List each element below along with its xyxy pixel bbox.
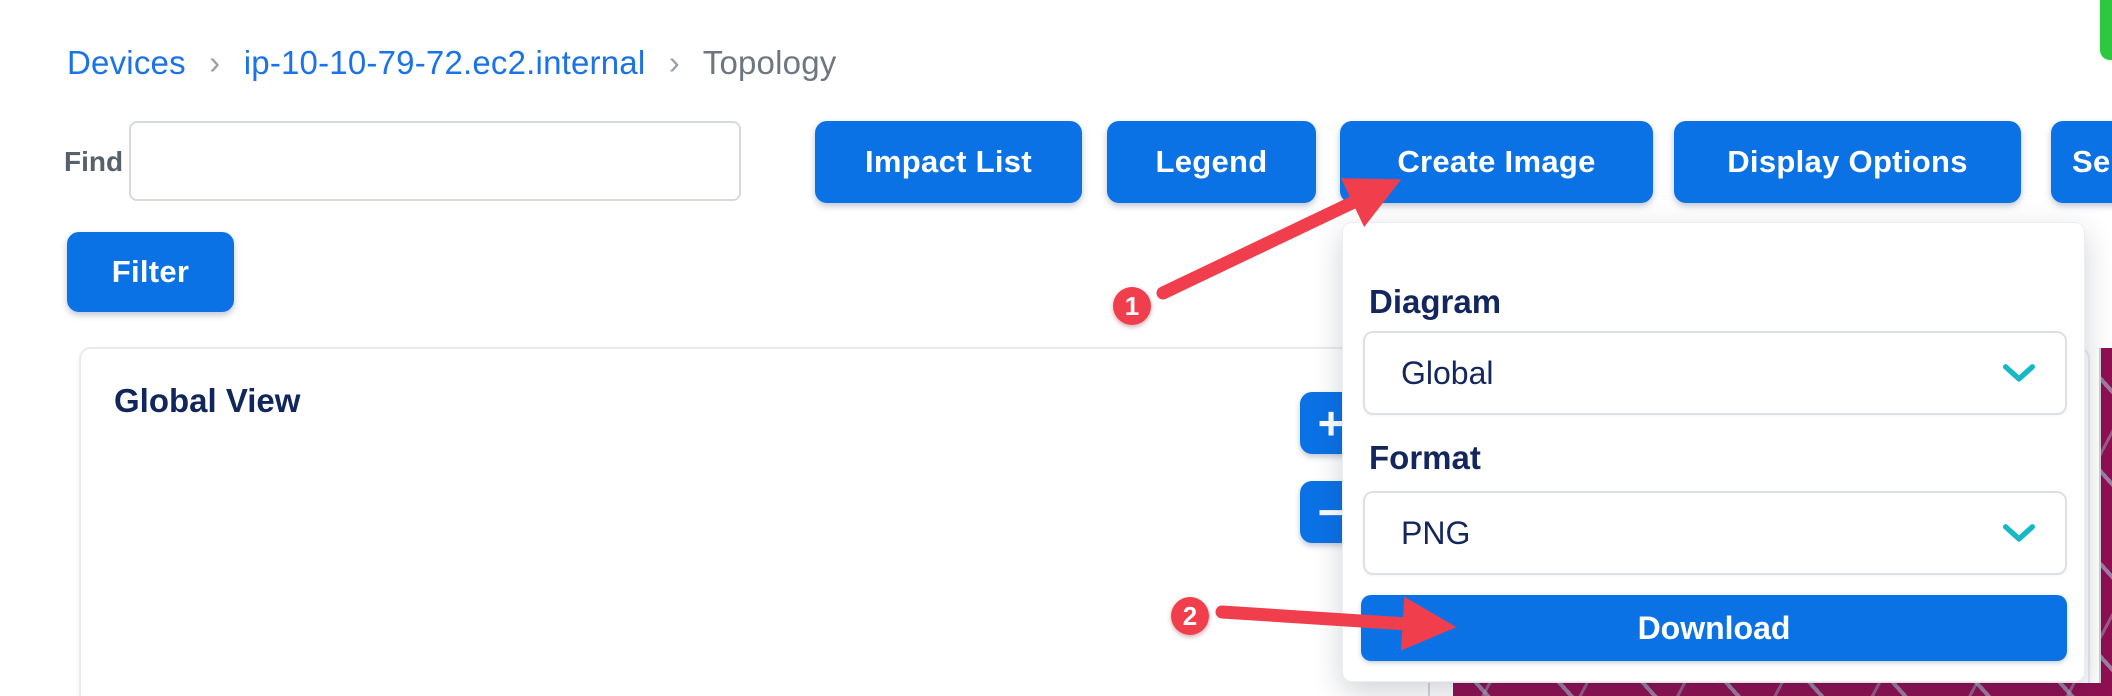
download-button[interactable]: Download (1361, 595, 2067, 661)
create-image-button[interactable]: Create Image (1340, 121, 1653, 203)
create-image-dialog: Diagram Global Format PNG Download (1342, 222, 2085, 682)
breadcrumb-separator: › (209, 44, 221, 81)
step-1-badge: 1 (1113, 287, 1151, 325)
step-2-badge: 2 (1171, 597, 1209, 635)
find-input[interactable] (129, 121, 741, 201)
topology-map-fragment-bottom (1453, 683, 2112, 696)
display-options-button[interactable]: Display Options (1674, 121, 2021, 203)
breadcrumb-separator: › (668, 44, 680, 81)
global-view-title: Global View (114, 382, 301, 419)
topology-map-fragment-right (2099, 348, 2112, 696)
diagram-label: Diagram (1369, 283, 1502, 320)
breadcrumb-device-link[interactable]: ip-10-10-79-72.ec2.internal (243, 44, 646, 81)
diagram-select-value: Global (1401, 354, 1494, 391)
format-label: Format (1369, 439, 1481, 476)
chevron-down-icon (2003, 523, 2035, 541)
green-accent-strip (2100, 0, 2112, 60)
legend-button[interactable]: Legend (1107, 121, 1316, 203)
breadcrumb: Devices › ip-10-10-79-72.ec2.internal › … (67, 44, 836, 82)
breadcrumb-current-topology: Topology (702, 44, 837, 81)
find-label: Find (64, 146, 124, 177)
filter-button[interactable]: Filter (67, 232, 234, 312)
format-select-value: PNG (1401, 514, 1471, 551)
map-card-edge-line (1428, 683, 1430, 696)
chevron-down-icon (2003, 363, 2035, 382)
format-select[interactable]: PNG (1363, 491, 2067, 575)
settings-button-clipped[interactable]: Se (2051, 121, 2112, 203)
diagram-select[interactable]: Global (1363, 331, 2067, 415)
breadcrumb-devices-link[interactable]: Devices (67, 44, 186, 81)
impact-list-button[interactable]: Impact List (815, 121, 1082, 203)
